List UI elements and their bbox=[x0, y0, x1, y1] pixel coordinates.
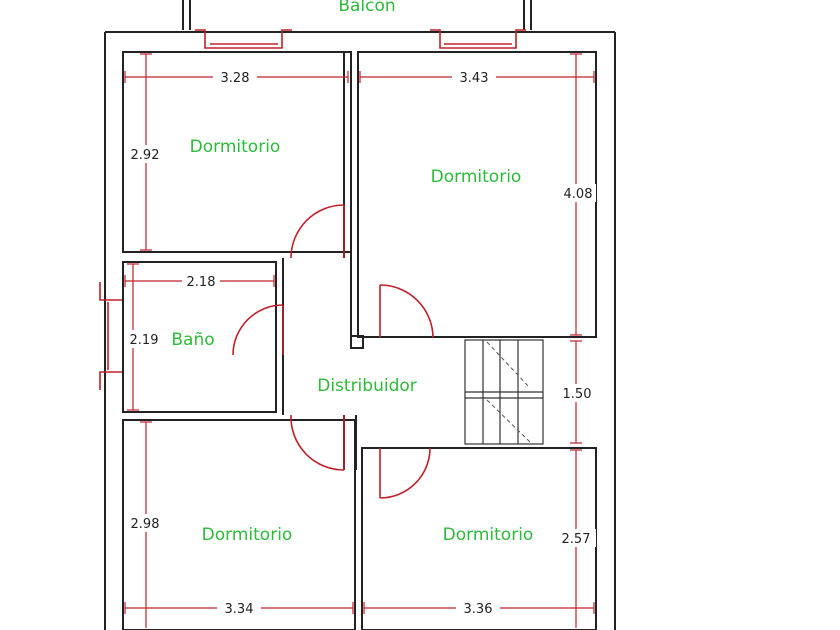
room-label-bedroom-bottom-right: Dormitorio bbox=[443, 525, 534, 545]
staircase bbox=[464, 339, 544, 445]
room-label-bedroom-top-right: Dormitorio bbox=[431, 167, 522, 187]
room-label-bedroom-bottom-left: Dormitorio bbox=[202, 525, 293, 545]
dim-label-stair-height: 1.50 bbox=[563, 387, 592, 402]
windows bbox=[99, 29, 526, 390]
dim-label-bath-height: 2.19 bbox=[130, 333, 159, 348]
dim-label-bottom-right-width: 3.36 bbox=[464, 602, 493, 617]
dim-label-top-left-height: 2.92 bbox=[131, 148, 160, 163]
hall-walls bbox=[282, 52, 430, 470]
room-label-hall: Distribuidor bbox=[317, 376, 417, 396]
balcony-railing bbox=[182, 0, 532, 30]
dim-label-bath-width: 2.18 bbox=[187, 275, 216, 290]
outer-walls bbox=[104, 31, 616, 630]
dim-label-bottom-left-height: 2.98 bbox=[131, 517, 160, 532]
room-label-bedroom-top-left: Dormitorio bbox=[190, 137, 281, 157]
room-label-bathroom: Baño bbox=[171, 330, 214, 350]
dim-label-bottom-right-height: 2.57 bbox=[562, 532, 591, 547]
room-label-balcony: Balcón bbox=[338, 0, 395, 16]
bedroom-bottom-left-walls bbox=[122, 419, 356, 630]
dim-label-bottom-left-width: 3.34 bbox=[225, 602, 254, 617]
dim-label-top-right-width: 3.43 bbox=[460, 71, 489, 86]
dim-label-top-left-width: 3.28 bbox=[221, 71, 250, 86]
dim-label-top-right-height: 4.08 bbox=[564, 187, 593, 202]
dimension-label-backgrounds bbox=[126, 68, 596, 617]
bathroom-walls bbox=[122, 261, 277, 413]
door-swings bbox=[232, 204, 434, 499]
